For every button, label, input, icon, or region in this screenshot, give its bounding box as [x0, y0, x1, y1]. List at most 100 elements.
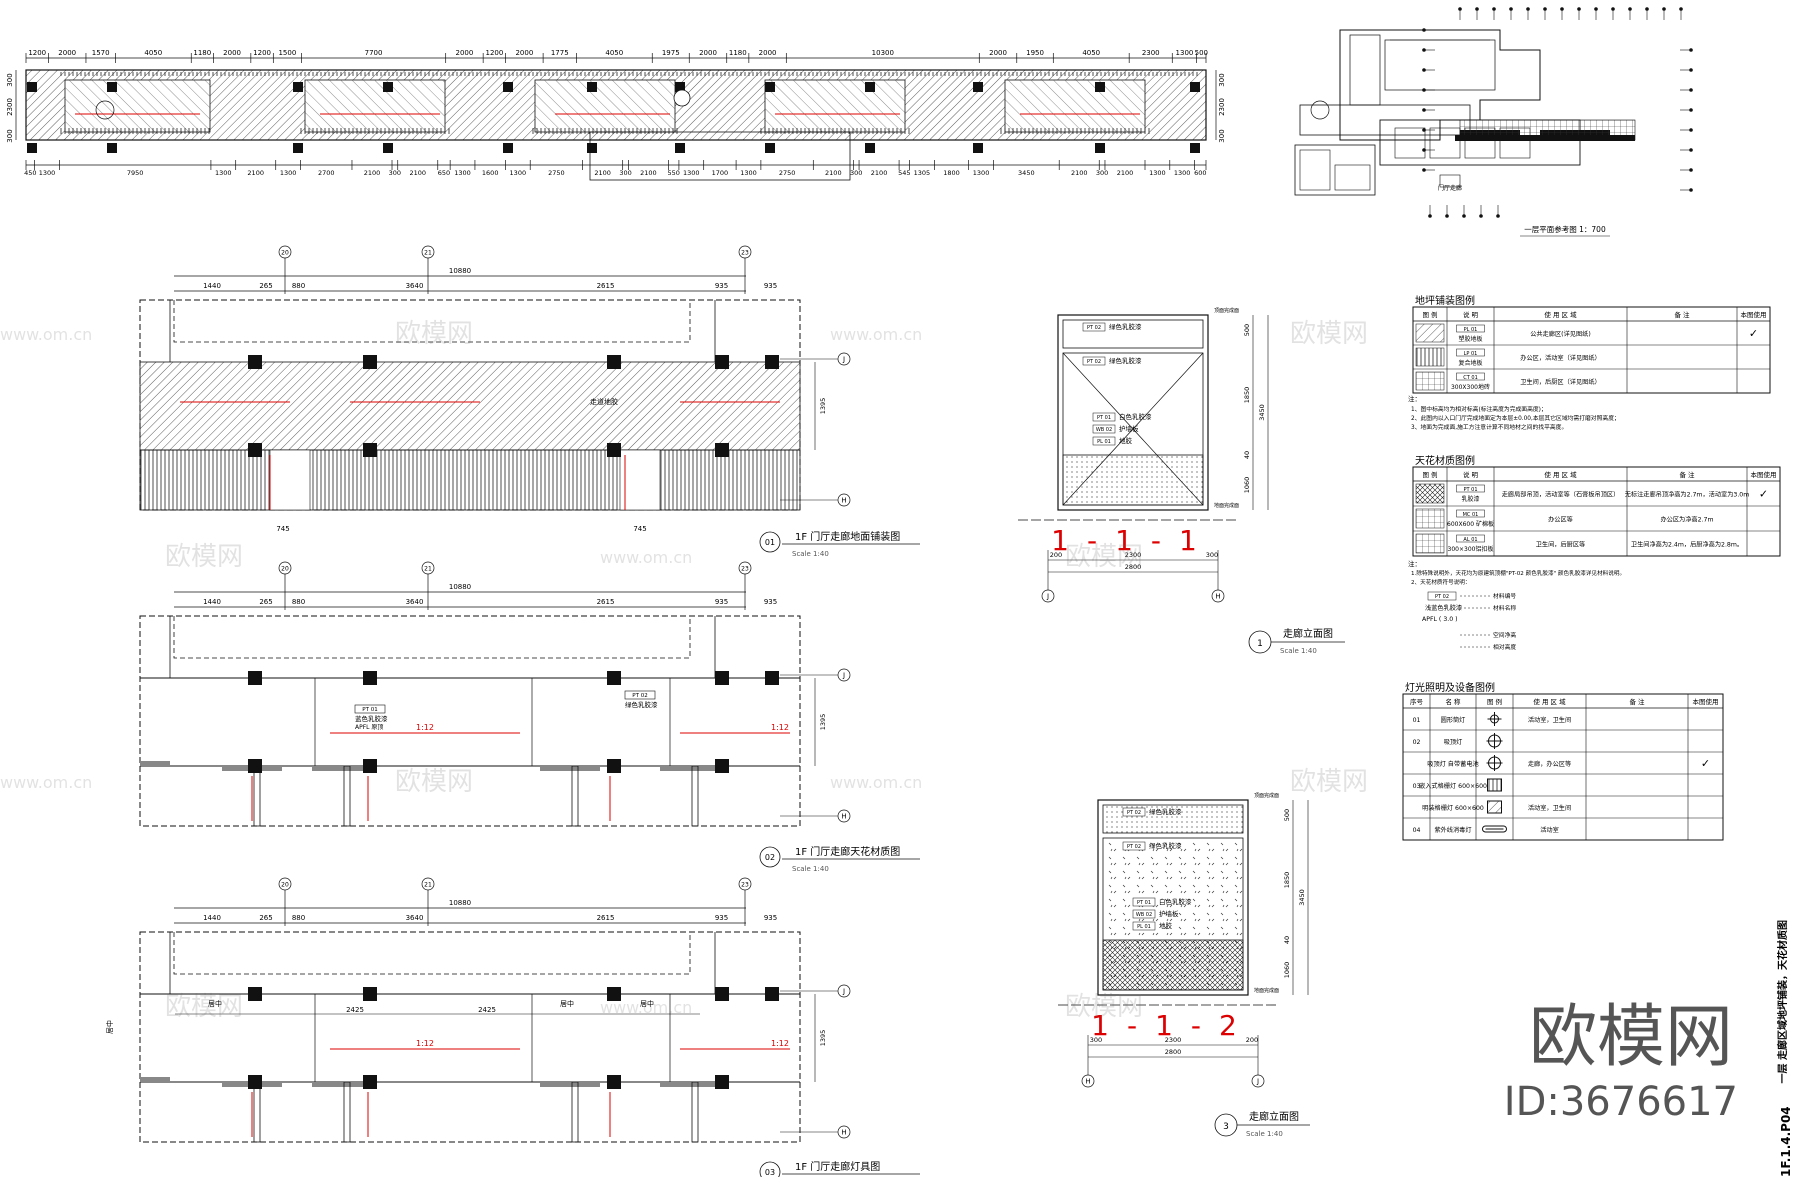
tag-name: 绿色乳胶漆: [625, 700, 658, 709]
watermark-brand: 欧模网: [395, 319, 473, 349]
column: [607, 1075, 621, 1089]
column: [248, 1075, 262, 1089]
dim-bottom-15: 2100: [594, 169, 611, 177]
legend-name: 明装格栅灯 600×600: [1422, 804, 1484, 812]
wall-stub: [253, 765, 261, 827]
row-label: J: [842, 672, 845, 680]
dim-bottom-7: 2100: [364, 169, 381, 177]
axis-bubble: [1041, 589, 1055, 603]
column: [607, 759, 621, 773]
legend-swatch: [1415, 533, 1445, 554]
column: [607, 355, 621, 369]
plan2-caption: 02 1F 门厅走廊天花材质图 Scale 1:40: [759, 845, 920, 873]
table-header: 使 用 区 域: [1544, 470, 1577, 479]
wall-fill: [660, 1082, 720, 1087]
dim-bottom-5: 1300: [280, 169, 297, 177]
axis-label: J: [1256, 1078, 1259, 1086]
dim-right-2: 2300: [1218, 98, 1226, 116]
axis-pin-head: [1645, 7, 1649, 11]
note-line: 1.除特殊说明外，天花均为原建筑顶棚"PT-02 颜色乳胶漆" 颜色乳胶漆详见材…: [1411, 569, 1625, 577]
watermark-logo-brand: 欧模网: [1529, 998, 1733, 1077]
level-tag: 顶面完成面: [1254, 792, 1279, 799]
legend-name: 紫外线消毒灯: [1434, 826, 1471, 834]
dim-total-h: 3450: [1258, 404, 1266, 421]
dim-total: 2800: [1125, 563, 1142, 571]
axis-pin-head: [1496, 214, 1500, 218]
dim-top-15: 2000: [699, 49, 717, 57]
column: [293, 143, 303, 153]
axis-pin-head: [1422, 168, 1426, 172]
legend-no: 02: [1413, 739, 1421, 746]
column: [383, 82, 393, 92]
dim-right: 40: [1243, 451, 1251, 459]
room-outline: [173, 932, 691, 975]
column: [587, 143, 597, 153]
depth-dim: 1395: [819, 1030, 827, 1047]
table-header: 使 用 区 域: [1533, 697, 1566, 706]
dim-bottom-0: 450: [24, 169, 36, 177]
plan1-title: 1F 门厅走廊地面铺装图: [795, 530, 900, 543]
wainscot: [1102, 939, 1244, 991]
column: [1095, 82, 1105, 92]
axis-pin-head: [1462, 214, 1466, 218]
watermark-brand: 欧模网: [1290, 319, 1368, 349]
dim-seg: 880: [292, 598, 305, 606]
wall-stub: [691, 1081, 699, 1143]
axis-pin-head: [1662, 7, 1666, 11]
tag-box: [1092, 436, 1116, 446]
dim-bottom-19: 1300: [683, 169, 700, 177]
axis-label: J: [1046, 593, 1049, 601]
room-outline: [173, 300, 691, 343]
legend-code: PL 01: [1464, 327, 1478, 333]
column: [715, 671, 729, 685]
dim-bottom-12: 1600: [482, 169, 499, 177]
column: [587, 82, 597, 92]
legend-area: 活动室，卫生间: [1528, 804, 1571, 812]
row-bubble: [837, 352, 851, 366]
dim-bottom-2: 7950: [127, 169, 144, 177]
key-plan-marker: 门厅走廊: [1438, 184, 1462, 192]
axis-label: 23: [741, 882, 749, 889]
legend-swatch: [1415, 323, 1445, 343]
axis-label: H: [1215, 593, 1220, 601]
plan2-scale: Scale 1:40: [792, 865, 829, 873]
axis-label: 21: [424, 250, 432, 257]
tag-box: [1132, 897, 1156, 907]
axis-label: 20: [281, 250, 289, 257]
wall-fill: [140, 761, 170, 766]
watermark-brand: 欧模网: [165, 992, 243, 1022]
note-line: 2、此图内以入口门厅完成地面定为本层±0.00,本层其它区域均需打磨对照高度；: [1411, 414, 1620, 422]
width-dim: 745: [633, 525, 646, 533]
axis-pin-head: [1422, 48, 1426, 52]
tag-box: [1132, 909, 1156, 919]
dim-left-3: 300: [6, 129, 14, 142]
room-outline: [173, 616, 691, 659]
axis-bubble: [1251, 1074, 1265, 1088]
wall-fill: [312, 1082, 372, 1087]
tag-height: APFL 原顶: [355, 724, 383, 731]
legend-area: 走廊局部吊顶，活动室等（石膏板吊顶区）: [1502, 491, 1620, 499]
depth-dim: 1395: [819, 714, 827, 731]
notes-title: 注：: [1408, 559, 1421, 568]
row-label: J: [842, 356, 845, 364]
elev-frame: [1097, 799, 1249, 996]
note-line: 2、天花材质符号说明：: [1411, 578, 1471, 586]
tag-code: PT 02: [1127, 810, 1141, 816]
slope-label: 1:12: [416, 723, 434, 732]
key-plan-caption: 一层平面参考图 1：700: [1524, 224, 1606, 234]
table-header: 备 注: [1679, 470, 1695, 479]
key-plan: 门厅走廊 一层平面参考图 1：700: [1294, 7, 1693, 237]
axis-label: 20: [281, 882, 289, 889]
dim-bottom-36: 600: [1194, 169, 1206, 177]
dim-bottom-6: 2700: [318, 169, 335, 177]
elev3-scale: Scale 1:40: [1246, 1130, 1283, 1138]
tag-box: [1122, 841, 1146, 851]
row-bubble: [837, 668, 851, 682]
column: [1095, 143, 1105, 153]
axis-pin-head: [1560, 7, 1564, 11]
row-label: H: [841, 497, 846, 505]
dim-bottom-35: 1300: [1174, 169, 1191, 177]
axis-pin-head: [1458, 7, 1462, 11]
